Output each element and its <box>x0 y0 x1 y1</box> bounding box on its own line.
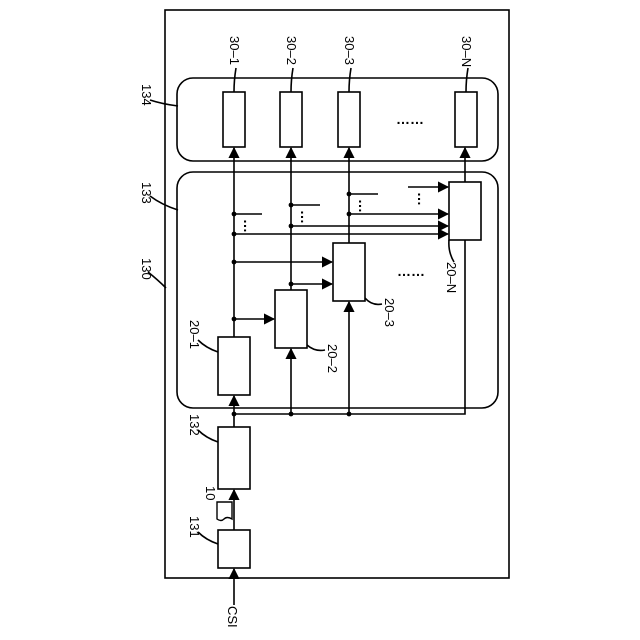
output-30-n <box>455 92 477 147</box>
leader-30n <box>466 68 468 92</box>
leader-303 <box>349 68 351 92</box>
block-20-n <box>449 182 481 240</box>
junction-dot <box>232 260 237 265</box>
label-10: 10 <box>203 486 218 500</box>
junction-dot <box>289 412 294 417</box>
leader-20n <box>449 240 454 262</box>
label-132: 132 <box>187 414 202 436</box>
block-20-3 <box>333 243 365 301</box>
label-csi: CSI <box>225 606 240 628</box>
junction-dot <box>289 282 294 287</box>
block-20-1 <box>218 337 250 395</box>
ellipsis-outputs: …… <box>396 111 424 127</box>
junction-dot <box>232 212 237 217</box>
ellipsis-blocks: …… <box>397 263 425 279</box>
block-132 <box>218 427 250 489</box>
leader-301 <box>234 68 236 92</box>
junction-dot <box>232 317 237 322</box>
block-131 <box>218 530 250 568</box>
label-131: 131 <box>187 516 202 538</box>
output-30-1 <box>223 92 245 147</box>
label-134: 134 <box>139 84 154 106</box>
ellipsis-202: … <box>298 210 314 224</box>
label-30-3: 30–3 <box>342 36 357 65</box>
leader-202 <box>307 345 325 350</box>
junction-dot <box>232 412 237 417</box>
output-30-2 <box>280 92 302 147</box>
label-130: 130 <box>139 258 154 280</box>
ellipsis-20n: … <box>415 192 431 206</box>
label-20-2: 20–2 <box>325 344 340 373</box>
ellipsis-203: … <box>356 199 372 213</box>
junction-dot <box>347 192 352 197</box>
label-20-n: 20–N <box>444 262 459 293</box>
junction-dot <box>232 232 237 237</box>
label-30-2: 30–2 <box>284 36 299 65</box>
junction-dot <box>347 412 352 417</box>
junction-dot <box>347 212 352 217</box>
block-20-2 <box>275 290 307 348</box>
signal-10-symbol <box>217 502 232 521</box>
junction-dot <box>289 203 294 208</box>
label-30-n: 30–N <box>459 36 474 67</box>
label-20-1: 20–1 <box>187 320 202 349</box>
label-133: 133 <box>139 182 154 204</box>
ellipsis-201: … <box>241 219 257 233</box>
label-30-1: 30–1 <box>227 36 242 65</box>
output-30-3 <box>338 92 360 147</box>
label-20-3: 20–3 <box>382 298 397 327</box>
leader-302 <box>291 68 293 92</box>
leader-203 <box>365 298 382 304</box>
junction-dot <box>289 224 294 229</box>
